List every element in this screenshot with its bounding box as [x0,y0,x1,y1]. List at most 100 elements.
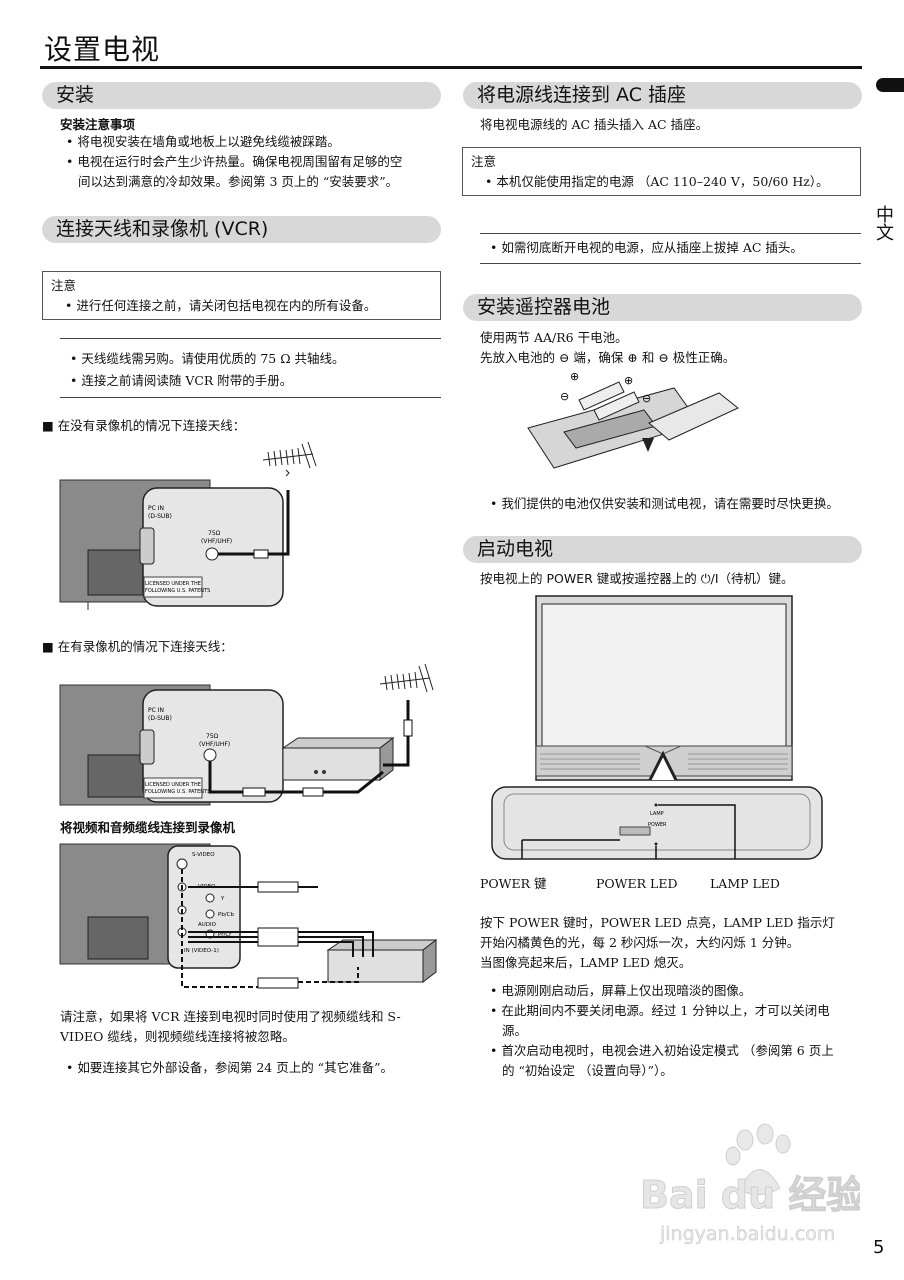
invideo-label: IN (VIDEO-1) [184,948,219,954]
divider [480,233,861,234]
battery-icon [578,381,640,421]
section-heading-antenna: 连接天线和录像机 (VCR) [42,216,441,243]
language-tab-label: 中文 [873,205,894,241]
battery-cover [648,392,739,441]
arrow-icon [642,438,654,452]
vhf-label: (VHF/UHF) [201,538,232,545]
baidu-watermark-logo: Bai du 经验 jingyan.baidu.com [640,1123,860,1245]
list-item: • 连接之前请阅读随 VCR 附带的手册。 [70,373,293,388]
label-power-key: POWER 键 [480,876,547,891]
para-line: 开始闪橘黄色的光，每 2 秒闪烁一次，大约闪烁 1 分钟。 [480,935,800,950]
battery-text: 使用两节 AA/R6 干电池。 先放入电池的 ⊖ 端，确保 ⊕ 和 ⊖ 极性正确… [480,328,735,368]
list-item: • 电源刚刚启动后，屏幕上仅出现暗淡的图像。 [490,983,752,998]
antenna-port [203,748,217,762]
section-heading-start: 启动电视 [463,536,862,563]
list-item-cont: 间以达到满意的冷却效果。参阅第 3 页上的 “安装要求”。 [78,174,399,189]
footnote-line: 请注意，如果将 VCR 连接到电视时同时使用了视频缆线和 S- [60,1009,401,1024]
av-title: 将视频和音频缆线连接到录像机 [60,820,236,835]
battery-line: 使用两节 AA/R6 干电池。 [480,330,628,345]
dsub-port [139,527,155,565]
antenna-icon [379,663,434,693]
para-line: 当图像亮起来后，LAMP LED 熄灭。 [480,955,692,970]
license-label: FOLLOWING U.S. PATENTS [145,789,210,795]
dsub-label: (D-SUB) [148,715,172,722]
list-item: • 首次启动电视时，电视会进入初始设定模式 （参阅第 6 页上 [490,1043,834,1058]
av-cable-diagram: S-VIDEO VIDEO Y Pb/Cb AUDIO Pr/Cr IN (VI… [59,843,438,989]
page-title: 设置电视 [44,33,161,66]
power-text: 将电视电源线的 AC 插头插入 AC 插座。 [480,117,709,132]
list-item: • 将电视安装在墙角或地板上以避免线缆被踩踏。 [66,134,340,149]
pb-label: Pb/Cb [218,912,235,918]
antenna-diagram-with-vcr: PC IN (D-SUB) 75Ω (VHF/UHF) LICENSED UND… [59,663,434,806]
divider [480,263,861,264]
watermark-url: jingyan.baidu.com [659,1223,835,1245]
svideo-label: S-VIDEO [192,852,215,858]
antenna-diagram-no-vcr: PC IN (D-SUB) 75Ω (VHF/UHF) LICENSED UND… [59,441,317,610]
pc-in-label: PC IN [148,707,164,714]
antenna-icon [262,441,317,477]
page-number: 5 [873,1237,885,1258]
ohm-label: 75Ω [206,733,219,740]
svg-text:⊕: ⊕ [570,370,579,383]
vcr-device [281,736,395,782]
tv-screen [541,603,787,747]
battery-line: 先放入电池的 ⊖ 端，确保 ⊕ 和 ⊖ 极性正确。 [480,350,736,365]
title-rule [40,66,862,69]
watermark-brand: Bai du 经验 [640,1173,860,1217]
start-instruction: 按电视上的 POWER 键或按遥控器上的 ⏻/I（待机）键。 [480,571,794,586]
case1-title: ■ 在没有录像机的情况下连接天线： [42,418,246,433]
section-heading-battery: 安装遥控器电池 [463,294,862,321]
panel-power-label: POWER [648,822,667,828]
label-lamp-led: LAMP LED [710,876,780,891]
para-line: 按下 POWER 键时，POWER LED 点亮，LAMP LED 指示灯 [480,915,835,930]
dsub-label: (D-SUB) [148,513,172,520]
pc-in-label: PC IN [148,505,164,512]
section-heading-power: 将电源线连接到 AC 插座 [463,82,862,109]
section-heading-install: 安装 [42,82,441,109]
antenna-list: • 天线缆线需另购。请使用优质的 75 Ω 共轴线。 • 连接之前请阅读随 VC… [64,349,444,391]
other-devices-item: • 如要连接其它外部设备，参阅第 24 页上的 “其它准备”。 [66,1060,393,1075]
license-label: LICENSED UNDER THE [145,581,201,587]
license-label: LICENSED UNDER THE [145,782,201,788]
coax-cable [218,490,290,556]
power-led [654,842,658,846]
remote-battery-illustration: ⊕ ⊕ ⊖ ⊖ [527,370,739,469]
svg-text:⊖: ⊖ [560,390,569,403]
power-note-box: 注意 • 本机仅能使用指定的电源 （AC 110–240 V，50/60 Hz）… [462,147,861,196]
start-list: • 电源刚刚启动后，屏幕上仅出现暗淡的图像。 • 在此期间内不要关闭电源。经过 … [484,981,869,1081]
antenna-note-box: 注意 • 进行任何连接之前，请关闭包括电视在内的所有设备。 [42,271,441,320]
list-item: • 电视在运行时会产生少许热量。确保电视周围留有足够的空 [66,154,403,169]
audio-label: AUDIO [198,922,217,928]
list-item-cont: 的 “初始设定 （设置向导）”）。 [502,1063,673,1078]
install-list: • 将电视安装在墙角或地板上以避免线缆被踩踏。 • 电视在运行时会产生少许热量。… [60,132,450,192]
footnote-line: VIDEO 缆线，则视频缆线连接将被忽略。 [60,1029,295,1044]
vcr-device [326,938,438,984]
svg-text:⊕: ⊕ [624,374,633,387]
list-item-cont: 源。 [502,1023,528,1038]
note-item: • 进行任何连接之前，请关闭包括电视在内的所有设备。 [65,298,377,313]
dsub-port [139,729,155,765]
note-title: 注意 [471,154,497,169]
power-button[interactable] [619,826,651,836]
label-power-led: POWER LED [596,876,678,891]
power-item: • 如需彻底断开电视的电源，应从插座上拔掉 AC 插头。 [490,240,803,255]
case2-title: ■ 在有录像机的情况下连接天线： [42,639,233,654]
svg-text:⊖: ⊖ [642,392,651,405]
divider [60,338,441,339]
install-subheading: 安装注意事项 [60,117,136,132]
ohm-label: 75Ω [208,530,221,537]
panel-lamp-label: LAMP [650,811,664,817]
antenna-port [205,547,219,561]
start-paragraph: 按下 POWER 键时，POWER LED 点亮，LAMP LED 指示灯 开始… [480,913,865,973]
language-tab-marker [876,78,904,92]
y-label: Y [220,896,225,902]
coax-plug [253,549,269,559]
battery-item: • 我们提供的电池仅供安装和测试电视，请在需要时尽快更换。 [490,496,839,511]
front-panel-zoom [491,786,823,860]
lamp-led [654,803,658,807]
divider [60,397,441,398]
tv-front-illustration: LAMP POWER [491,595,823,860]
list-item: • 在此期间内不要关闭电源。经过 1 分钟以上，才可以关闭电 [490,1003,830,1018]
vhf-label: (VHF/UHF) [199,741,230,748]
list-item: • 天线缆线需另购。请使用优质的 75 Ω 共轴线。 [70,351,345,366]
